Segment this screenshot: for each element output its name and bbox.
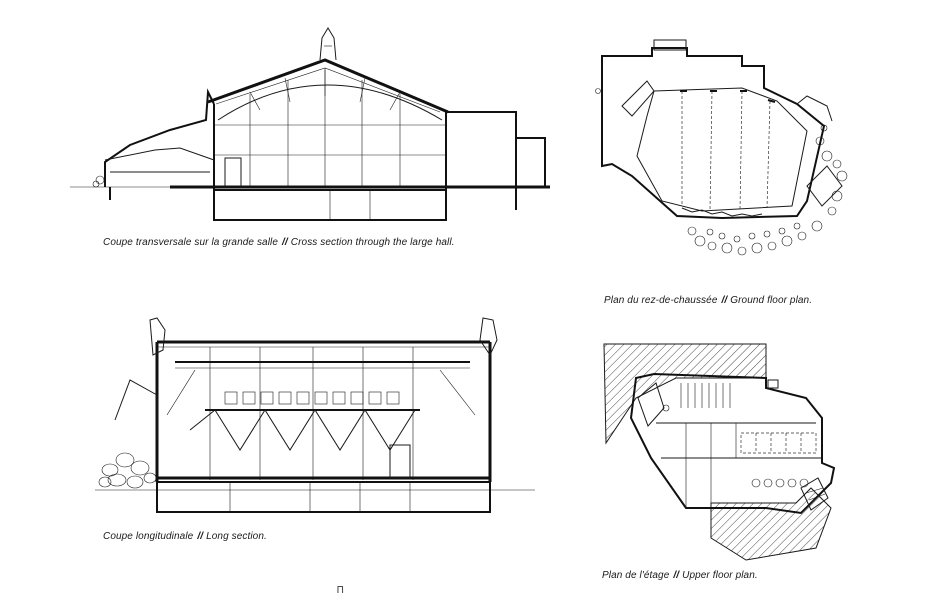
caption-french: Plan de l'étage [602,570,670,581]
left-wing [114,379,158,440]
right-parapet [479,317,498,357]
left-wing [104,88,215,187]
upper-floor-outer-wall [629,372,836,515]
rock-landscaping [687,124,848,256]
main-roof [207,58,449,114]
door [224,157,242,188]
caption-french: Coupe transversale sur la grande salle [103,237,279,248]
caption-separator: // [197,531,204,542]
caption-english: Upper floor plan. [682,570,758,581]
upper-floor-plan-svg [603,343,836,561]
partition-3 [739,90,743,211]
truss-diagonals [189,409,416,451]
chimney [319,27,337,61]
roof-hatch-northwest [603,343,767,445]
long-section-drawing [95,310,535,520]
round-tables [751,478,809,488]
basement [156,481,491,513]
ground-floor-caption: Plan du rez-de-chaussée//Ground floor pl… [604,295,812,306]
caption-english: Cross section through the large hall. [290,237,455,248]
cross-section-drawing [70,20,560,230]
left-parapet [149,317,166,356]
cross-section-caption: Coupe transversale sur la grande salle//… [103,237,455,248]
ground-floor-plan-drawing [592,36,862,286]
cross-section-svg [70,27,550,221]
door [389,444,411,479]
seating-rows [680,383,731,408]
long-section-svg [95,317,535,513]
partition-2 [709,90,713,211]
hall-outline [636,87,808,212]
page-mark: ⊓ [337,583,344,596]
gallery-windows [224,391,400,405]
ground-floor-plan-svg [595,39,848,256]
ground-floor-outer-wall [601,47,826,220]
caption-english: Ground floor plan. [730,295,813,306]
west-stair [621,80,655,117]
upper-stair [800,477,829,511]
rock-pile [98,452,157,489]
west-stair [637,382,665,427]
caption-separator: // [721,295,728,306]
right-annex [446,111,546,187]
caption-french: Coupe longitudinale [103,531,194,542]
caption-french: Plan du rez-de-chaussée [604,295,718,306]
upper-floor-plan-drawing [596,338,866,563]
partition-4 [766,100,771,209]
roof-hatch-southeast [710,487,832,561]
upper-room-dashed [740,432,817,454]
marker-circle [595,88,601,94]
caption-separator: // [673,570,680,581]
corner-block [767,379,779,389]
upper-floor-caption: Plan de l'étage//Upper floor plan. [602,570,758,581]
northeast-wing [796,95,833,122]
caption-english: Long section. [206,531,267,542]
long-section-caption: Coupe longitudinale//Long section. [103,531,267,542]
southeast-stair [806,165,843,207]
roof-truss [217,84,443,121]
caption-separator: // [282,237,288,248]
entry-canopy [653,39,687,51]
